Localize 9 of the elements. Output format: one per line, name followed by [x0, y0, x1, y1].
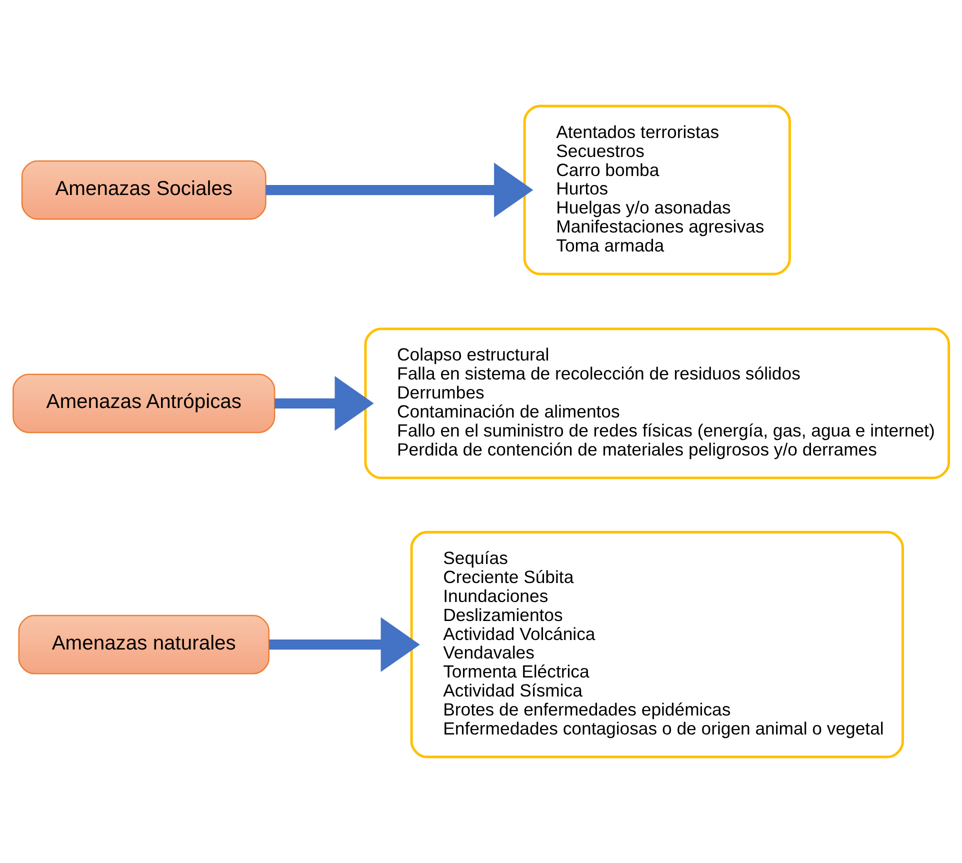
node-box: Atentados terroristas Secuestros Carro bomba Hurtos Huelgas y/o asonadas Manifestaciones agresivas Toma armada: [523, 104, 791, 276]
node-box: Amenazas naturales: [18, 614, 270, 674]
arrow: [274, 376, 374, 431]
node-box: Colapso estructural Falla en sistema de recolección de residuos sólidos Derrumbes Contaminación de alimentos Fallo en el suministro de redes físicas (energía, gas, agua e internet) Perdida de contención de materiales peligrosos y/o derrames: [364, 328, 950, 480]
node-box: Amenazas Antrópicas: [12, 374, 276, 434]
node-box: Sequías Creciente Súbita Inundaciones Deslizamientos Actividad Volcánica Vendavales Tormenta Eléctrica Actividad Sísmica Brotes de enfermedades epidémicas Enfermedades contagiosas o de origen animal o vegetal: [410, 530, 904, 758]
arrow: [266, 162, 534, 218]
node-box: Amenazas Sociales: [21, 160, 266, 220]
arrow: [269, 617, 420, 672]
